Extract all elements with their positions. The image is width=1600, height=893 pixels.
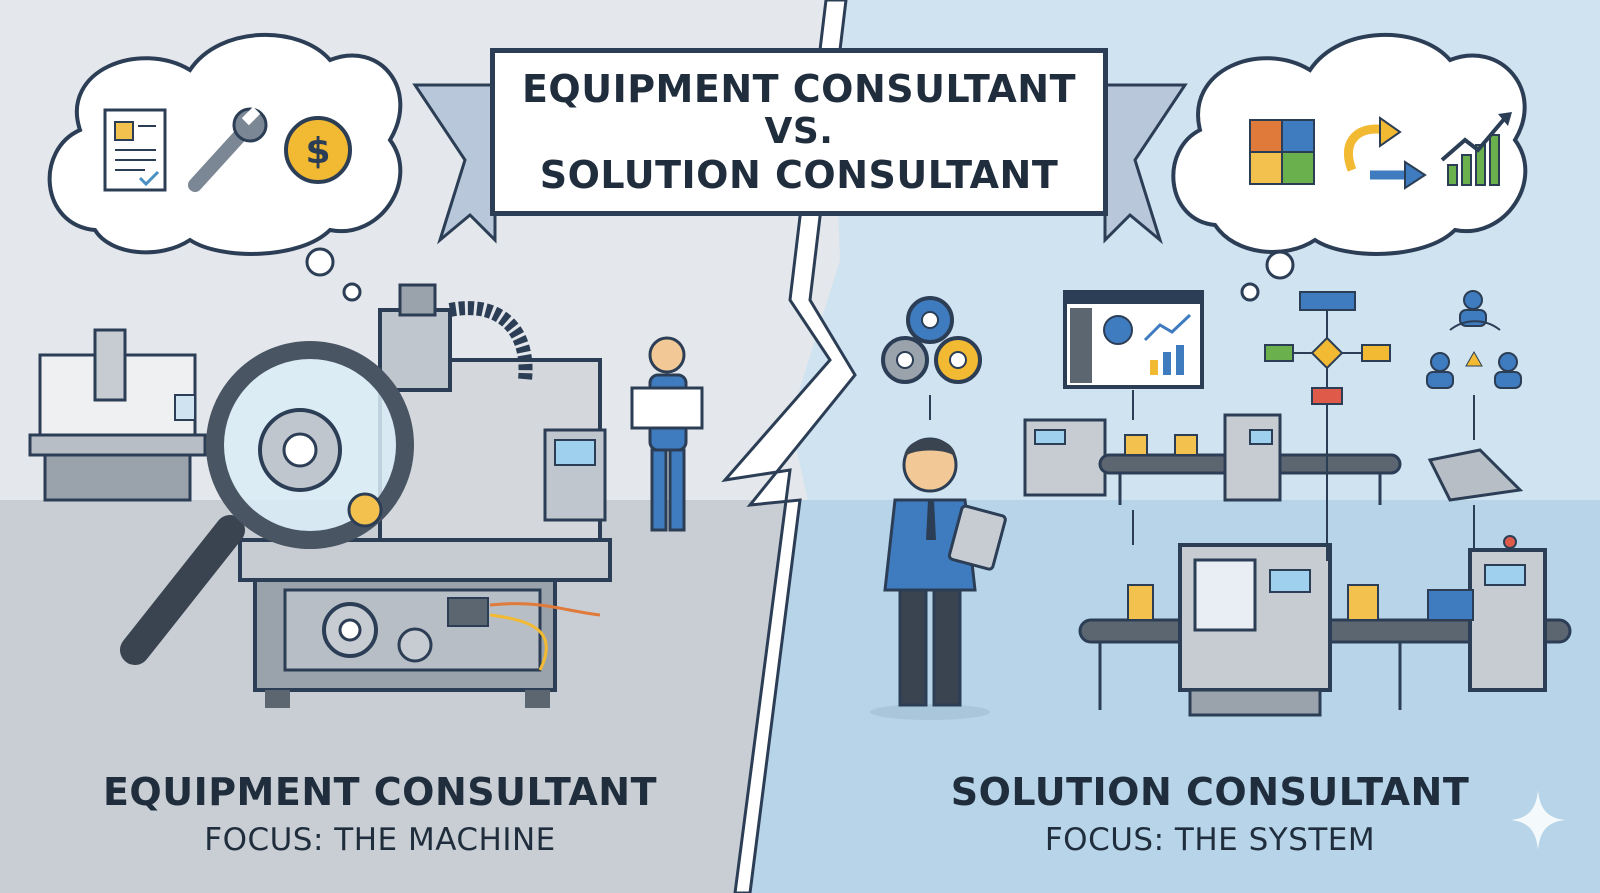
worker-reading-manual [630, 336, 704, 532]
lower-production-line [1078, 440, 1572, 717]
title-banner: EQUIPMENT CONSULTANT VS. SOLUTION CONSUL… [490, 48, 1108, 216]
sparkle-icon [1511, 790, 1565, 850]
lightning-divider [721, 0, 857, 893]
right-caption-title: SOLUTION CONSULTANT [950, 770, 1470, 814]
banner-line-1: EQUIPMENT CONSULTANT [521, 67, 1077, 112]
gears-icon [881, 296, 982, 420]
dollar-coin-icon: $ [284, 116, 352, 184]
puzzle-icon [1249, 119, 1315, 185]
left-caption-subtitle: FOCUS: THE MACHINE [204, 822, 556, 858]
right-caption-subtitle: FOCUS: THE SYSTEM [1044, 822, 1376, 858]
left-caption-title: EQUIPMENT CONSULTANT [102, 770, 658, 814]
consultant-with-tablet [870, 437, 1007, 720]
wrench-icon [188, 106, 268, 192]
dashboard-monitor-icon [1063, 290, 1204, 420]
svg-text:$: $ [305, 131, 330, 172]
right-caption: SOLUTION CONSULTANT FOCUS: THE SYSTEM [890, 770, 1530, 858]
document-icon [103, 108, 167, 192]
background-cnc-machine [28, 328, 207, 502]
flowchart-icon [1264, 291, 1391, 440]
left-caption: EQUIPMENT CONSULTANT FOCUS: THE MACHINE [60, 770, 700, 858]
cnc-machine [238, 283, 612, 708]
growth-chart-icon [1440, 112, 1512, 186]
team-network-icon [1426, 290, 1522, 440]
cycle-arrow-icon [1343, 116, 1427, 190]
banner-line-3: SOLUTION CONSULTANT [539, 152, 1059, 197]
upper-production-line [1023, 413, 1524, 505]
magnifying-glass [120, 341, 414, 665]
banner-line-vs: VS. [764, 111, 834, 153]
